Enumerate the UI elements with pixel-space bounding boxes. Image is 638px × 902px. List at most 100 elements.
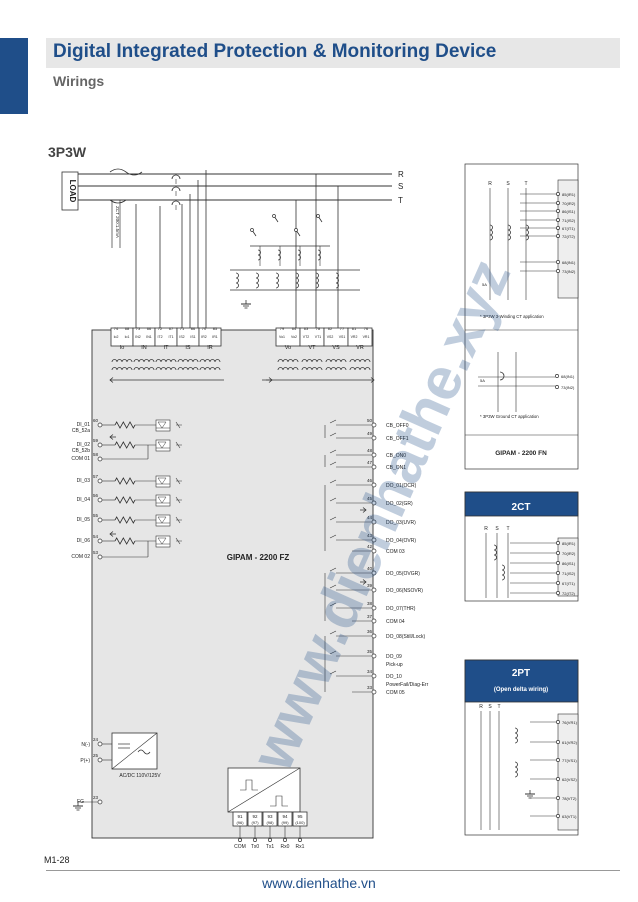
do-label: DO_05(OVGR) [386, 571, 420, 577]
terminal-number: 35 [367, 649, 373, 654]
footer-divider [46, 870, 620, 871]
di-label: DI_03 [77, 478, 91, 484]
bus-label-t: T [398, 196, 403, 205]
terminal-label: Io2 [114, 335, 119, 339]
terminal-label: IN1 [146, 335, 152, 339]
vt-input-coil [301, 367, 323, 371]
vt-input-coil [325, 359, 347, 363]
diode-symbol [156, 537, 170, 545]
fg-terminal [97, 799, 103, 805]
channel-label: VS [332, 345, 340, 351]
terminal-number: 68 [125, 326, 130, 331]
terminal-label: 68(IN1) [561, 374, 575, 379]
terminal-number: 56 [93, 493, 99, 498]
channel-label: VR [356, 345, 364, 351]
terminal-label: 85(IR1) [562, 541, 576, 546]
terminal-dot [555, 374, 559, 378]
terminal-number: 25 [93, 753, 99, 758]
terminal-label: 61(VR2) [562, 740, 578, 745]
relay-contact-symbol [329, 479, 352, 486]
page-number: M1-28 [44, 855, 70, 865]
fn-note: * 3P3W Ground CT application [480, 414, 539, 419]
footer-url[interactable]: www.dienhathe.vn [262, 875, 376, 891]
terminal-dot [556, 591, 560, 595]
terminal-label: 86(IS1) [562, 209, 576, 214]
switch-symbol [175, 537, 182, 545]
terminal-number: 40 [367, 566, 373, 571]
ct-symbol [499, 371, 505, 381]
pt-coil [257, 249, 261, 261]
terminal-label: IR1 [212, 335, 218, 339]
terminal-label: Io1 [125, 335, 130, 339]
terminal-label: IT1 [168, 335, 173, 339]
terminal-number: 62 [328, 326, 333, 331]
diode-symbol [156, 516, 170, 524]
do-terminal [371, 653, 377, 659]
terminal-number: 86 [191, 326, 196, 331]
relay-contact-symbol [329, 419, 352, 426]
do-label: COM 03 [386, 549, 405, 555]
comm-label: Tx0 [251, 844, 260, 850]
diode-symbol [156, 477, 170, 485]
phase-label: S [495, 526, 499, 532]
ct-panel-header [464, 491, 579, 517]
terminal-label: Vo2 [291, 335, 297, 339]
terminal-number: 33 [367, 685, 373, 690]
relay-contact-symbol [329, 449, 352, 456]
ct-input-coil [133, 367, 155, 371]
terminal-number: 59 [93, 438, 99, 443]
terminal-number: 53 [93, 550, 99, 555]
terminal-number: 36 [367, 629, 373, 634]
terminal-dot [250, 228, 254, 232]
arrow-symbol [109, 377, 116, 383]
terminal-number: 77 [340, 326, 345, 331]
di-terminal [97, 422, 103, 428]
do-terminal [371, 422, 377, 428]
power-terminal [97, 757, 103, 763]
terminal-label: VS2 [327, 335, 334, 339]
signal-symbol [270, 795, 288, 807]
relay-contact-symbol [329, 461, 352, 468]
terminal-label: Vo1 [279, 335, 285, 339]
do-label: CB_OFF1 [386, 436, 409, 442]
page-title: Digital Integrated Protection & Monitori… [53, 41, 497, 62]
pt-coil [295, 272, 299, 289]
terminal-label: IN2 [135, 335, 141, 339]
switch-symbol [175, 477, 182, 485]
pt-coil [235, 272, 239, 289]
do-terminal [371, 673, 377, 679]
relay-contact-symbol [329, 584, 352, 591]
relay-contact-symbol [329, 497, 352, 504]
switch-symbol [175, 516, 182, 524]
terminal-label: IT2 [157, 335, 162, 339]
terminal-dot [556, 269, 560, 273]
bus-label-s: S [398, 182, 403, 191]
terminal-number: 55 [93, 513, 99, 518]
ct-input-coil [155, 359, 177, 363]
terminal-number: (100) [295, 820, 305, 825]
terminal-number: 60 [93, 418, 99, 423]
terminal-number: 34 [367, 669, 373, 674]
terminal-dot [294, 228, 298, 232]
terminal-dot [556, 201, 560, 205]
terminal-number: 54 [93, 534, 99, 539]
terminal-dot [556, 260, 560, 264]
optocoupler-symbol [155, 535, 171, 548]
optocoupler-symbol [155, 439, 171, 452]
load-label: LOAD [68, 180, 77, 203]
terminal-dot [556, 777, 560, 781]
terminal-label: 73(IN2) [562, 269, 576, 274]
terminal-label: 71(IS2) [562, 218, 576, 223]
terminal-label: 72(IT2) [562, 591, 576, 596]
terminal-number: 46 [367, 478, 373, 483]
relay-contact-symbol [329, 432, 352, 439]
terminal-label: 62(VS2) [562, 777, 577, 782]
di-label: COM 01 [71, 456, 90, 462]
di-terminal [97, 478, 103, 484]
pt-coil [277, 249, 281, 261]
vt-input-coil [349, 359, 371, 363]
ct-coil [525, 224, 529, 241]
di-label: COM 02 [71, 554, 90, 560]
header-bar [46, 38, 620, 68]
ct-terminal-strip [557, 537, 579, 597]
